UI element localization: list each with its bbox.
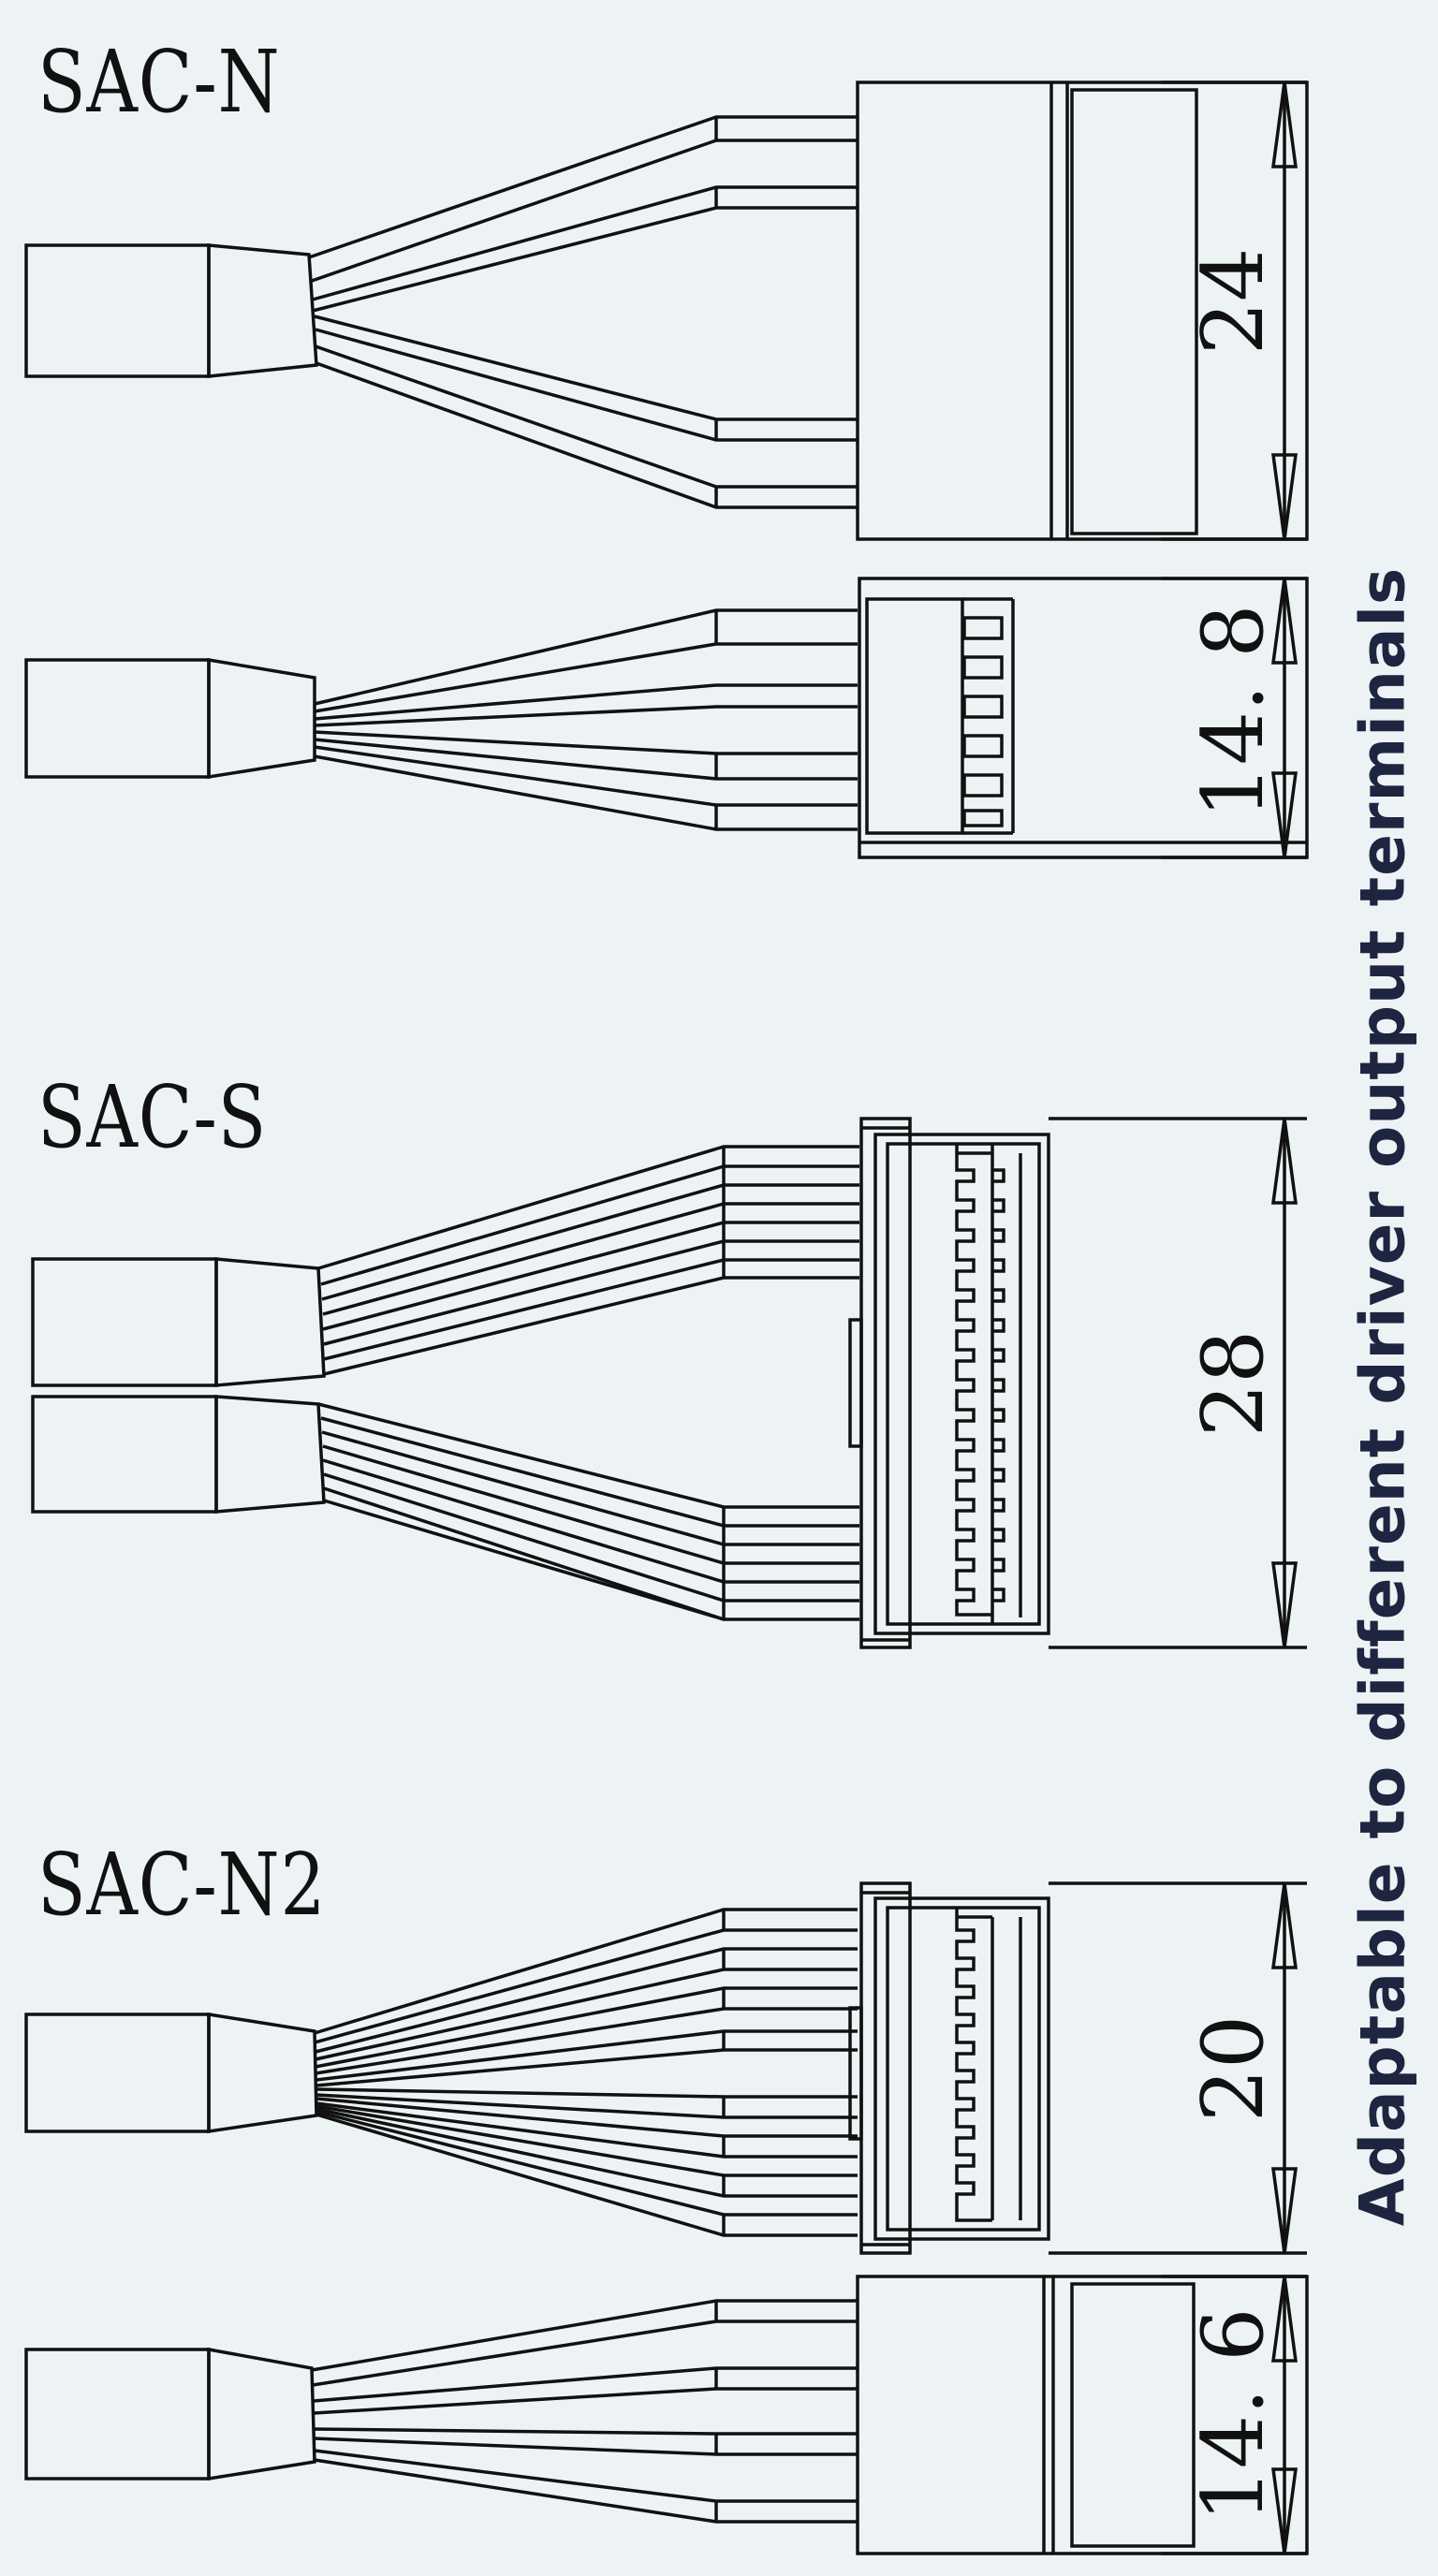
sac-n2-cable-bottom	[24, 2275, 1309, 2555]
model-label-sac-s: SAC-S	[37, 1067, 268, 1167]
model-label-sac-n: SAC-N	[37, 32, 281, 132]
plug-boot	[207, 2347, 316, 2481]
connector-stub	[848, 2006, 863, 2141]
side-caption: Adaptable to different driver output ter…	[1346, 566, 1419, 2227]
connector-pin-comb	[955, 1144, 994, 1624]
connector-pin-comb-inner	[990, 1153, 1005, 1615]
sac-s-cable	[31, 1117, 1307, 1649]
connector-housing-body	[873, 1896, 1050, 2241]
dimension-sac-n2-bottom: 14. 6	[1184, 2307, 1283, 2523]
dim-arrow-up	[1271, 1118, 1298, 1205]
wire	[315, 344, 858, 489]
sac-n-cable-top	[24, 80, 1309, 541]
connector-housing-outer	[859, 1881, 912, 2255]
connector-pins	[962, 616, 1004, 827]
plug-body	[24, 2012, 211, 2133]
wire	[313, 2427, 858, 2436]
wire-bundle-lower	[315, 2087, 858, 2237]
wire	[314, 730, 858, 755]
wire	[313, 2387, 858, 2415]
wire-bundle-upper	[314, 1908, 858, 2087]
dim-arrow-down	[1271, 2467, 1298, 2554]
wire	[312, 2320, 858, 2387]
connector-housing-inner	[886, 1142, 1041, 1626]
plug-boot-upper	[214, 1257, 326, 1387]
dim-arrow-up	[1271, 81, 1298, 168]
connector-housing-outer	[859, 1117, 912, 1649]
plug-boot	[207, 2012, 318, 2134]
wire	[314, 705, 858, 727]
wire	[314, 745, 858, 807]
connector-housing	[856, 2275, 1309, 2555]
wire	[313, 2437, 858, 2456]
plug-boot	[207, 657, 316, 780]
connector-shell	[865, 597, 964, 835]
dim-arrow-down	[1271, 453, 1298, 540]
wire	[311, 2299, 858, 2372]
sac-n-cable-bottom	[24, 577, 1309, 859]
plug-body-lower	[31, 1395, 218, 1514]
connector-housing	[856, 80, 1309, 541]
model-label-sac-n2: SAC-N2	[37, 1835, 327, 1935]
wire	[314, 608, 858, 706]
sac-n2-cable-top	[24, 1881, 1307, 2255]
connector-housing-inner	[886, 1906, 1041, 2232]
dim-arrow-down	[1271, 2167, 1298, 2254]
dim-arrow-up	[1271, 578, 1298, 665]
dim-arrow-up	[1271, 1882, 1298, 1969]
plug-boot-lower	[214, 1395, 326, 1514]
wire	[314, 2449, 858, 2503]
connector-pin-comb	[955, 1908, 994, 2222]
wire-bundle-upper	[317, 1145, 859, 1376]
connector-latch	[1070, 88, 1198, 535]
dim-arrow-up	[1271, 2276, 1298, 2363]
dimension-sac-n2-top: 20	[1184, 2014, 1283, 2123]
wire-bundle-lower	[317, 1402, 859, 1621]
dimension-sac-n-bottom: 14. 8	[1184, 604, 1283, 819]
connector-latch	[1070, 2282, 1196, 2548]
dim-arrow-down	[1271, 771, 1298, 858]
connector-housing	[858, 577, 1309, 859]
plug-boot	[207, 243, 318, 378]
dim-arrow-down	[1271, 1561, 1298, 1648]
connector-housing-body	[873, 1133, 1050, 1635]
plug-body	[24, 2348, 211, 2481]
wire	[312, 185, 858, 301]
wire	[314, 683, 858, 721]
dimension-sac-n-top: 24	[1184, 247, 1283, 356]
connector-stub	[848, 1318, 863, 1448]
wire	[314, 642, 858, 713]
plug-body-upper	[31, 1257, 218, 1387]
dimension-sac-s: 28	[1184, 1329, 1283, 1438]
plug-body	[24, 243, 211, 378]
plug-body	[24, 658, 211, 779]
wire	[314, 2458, 858, 2524]
